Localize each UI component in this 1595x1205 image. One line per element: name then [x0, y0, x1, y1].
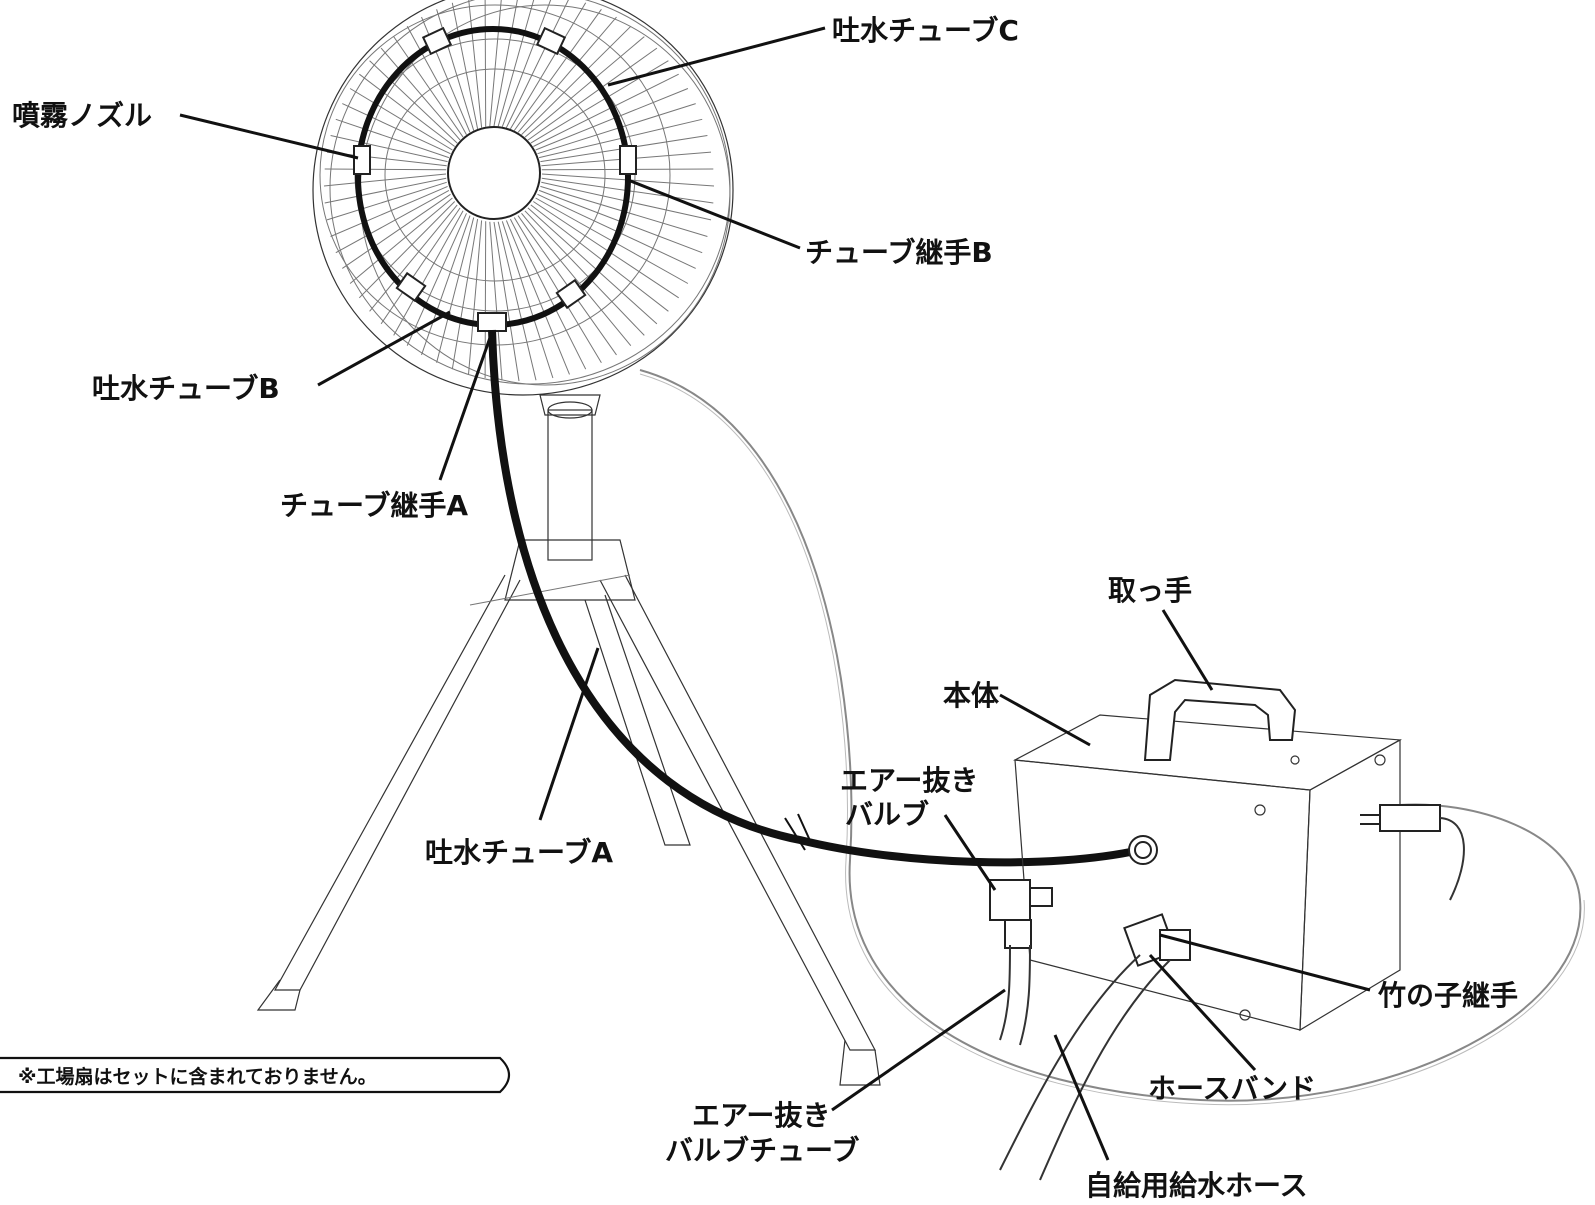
fan-guard-spoke: [326, 181, 447, 221]
fan-guard-spoke: [406, 26, 467, 135]
fan-guard-spoke: [468, 220, 483, 375]
fan-guard-spoke: [489, 0, 502, 127]
fan-guard-spoke: [513, 9, 602, 131]
fan-guard-spoke: [335, 118, 450, 159]
fan-guard-spoke: [513, 217, 602, 363]
fan-guard-spoke: [533, 201, 679, 299]
fan-guard-spoke: [497, 0, 535, 127]
fan-guard-spoke: [505, 0, 569, 128]
leader-lines: [179, 26, 1371, 1161]
fan-guard-spoke: [324, 168, 447, 171]
fan-guard-spoke: [484, 0, 487, 127]
label-tube-c: 吐水チューブC: [832, 14, 1019, 47]
fan-guard-spoke: [393, 36, 464, 138]
fan-guard-spoke: [493, 221, 520, 382]
fan-guard-spoke: [421, 215, 471, 356]
fan-guard-spoke: [406, 213, 467, 346]
fan-guard-spoke: [533, 73, 679, 147]
pump-body: [1012, 714, 1403, 1032]
fan-guard-spoke: [517, 16, 617, 133]
label-hose-band: ホースバンド: [1148, 1072, 1316, 1105]
fan-guard-spoke: [380, 207, 461, 325]
fan-guard-spoke: [393, 210, 464, 336]
fan-guard-spoke: [501, 0, 552, 127]
fan-guard-spoke: [349, 197, 453, 284]
fan-guard-spoke: [324, 177, 447, 204]
fan-guard-spoke: [501, 221, 554, 379]
label-nozzle: 噴霧ノズル: [12, 99, 152, 132]
fan-guard-spoke: [349, 88, 453, 151]
fan-guard-spoke: [530, 204, 669, 312]
fan-guard-spoke: [369, 60, 458, 144]
fan-guard-spoke: [521, 25, 632, 136]
fan-guard-spoke: [342, 193, 451, 269]
label-tube-a: 吐水チューブA: [425, 836, 613, 869]
label-tube-b: 吐水チューブB: [92, 372, 280, 405]
fan-guard-spoke: [451, 2, 479, 129]
fan-guard-spoke: [535, 88, 689, 151]
fan-guard-spoke: [527, 207, 658, 325]
fan-guard-spoke: [358, 73, 456, 147]
fan-guard-spoke: [524, 36, 645, 138]
fan-guard-spoke: [509, 2, 587, 130]
nozzle-set: [353, 26, 637, 332]
fan-guard-spoke: [369, 204, 458, 312]
fan-guard-spoke: [451, 219, 479, 370]
fan-guard-spoke: [358, 201, 456, 299]
handle: [1143, 678, 1297, 761]
label-air-valve-tube-2: バルブチューブ: [665, 1134, 859, 1167]
fan-guard-spoke: [527, 47, 658, 141]
hose-assembly: [999, 913, 1191, 1181]
label-bamboo-joint: 竹の子継手: [1377, 979, 1518, 1012]
factory-fan: [312, 0, 734, 416]
label-body: 本体: [943, 679, 1000, 712]
fan-guard-spoke: [497, 221, 537, 381]
fan-guard-spoke: [521, 212, 632, 347]
label-handle: 取っ手: [1108, 574, 1192, 607]
label-supply-hose: 自給用給水ホース: [1085, 1169, 1308, 1202]
fan-guard-spoke: [335, 189, 450, 254]
fan-guard-spoke: [380, 47, 461, 141]
fan-guard-spoke: [342, 103, 451, 155]
fan-guard-spoke: [524, 210, 645, 336]
fan-guard-spoke: [436, 217, 475, 363]
fan-guard-spoke: [505, 220, 570, 375]
fan-guard-spoke: [468, 0, 483, 128]
label-air-valve-1: エアー抜き: [840, 764, 978, 797]
label-joint-b: チューブ継手B: [805, 236, 993, 269]
label-joint-a: チューブ継手A: [280, 489, 468, 522]
fan-guard-spoke: [436, 9, 475, 131]
water-tube-a: [488, 329, 1141, 867]
label-air-valve-2: バルブ: [845, 798, 929, 831]
fan-guard-spoke: [489, 221, 503, 381]
label-air-valve-tube-1: エアー抜き: [692, 1099, 830, 1132]
air-bleed-valve: [989, 879, 1053, 1046]
fan-guard-spoke: [330, 135, 448, 163]
fan-guard-spoke: [537, 103, 696, 155]
note-box: ※工場扇はセットに含まれておりません。: [0, 1056, 511, 1094]
fan-guard-spoke: [509, 218, 587, 370]
note-text: ※工場扇はセットに含まれておりません。: [18, 1065, 377, 1088]
fan-guard-spoke: [323, 173, 447, 187]
thin-return-tube: [639, 369, 1582, 1102]
power-plug: [1360, 804, 1465, 901]
fan-guard-spoke: [493, 0, 518, 127]
fan-guard-spoke: [330, 185, 448, 237]
